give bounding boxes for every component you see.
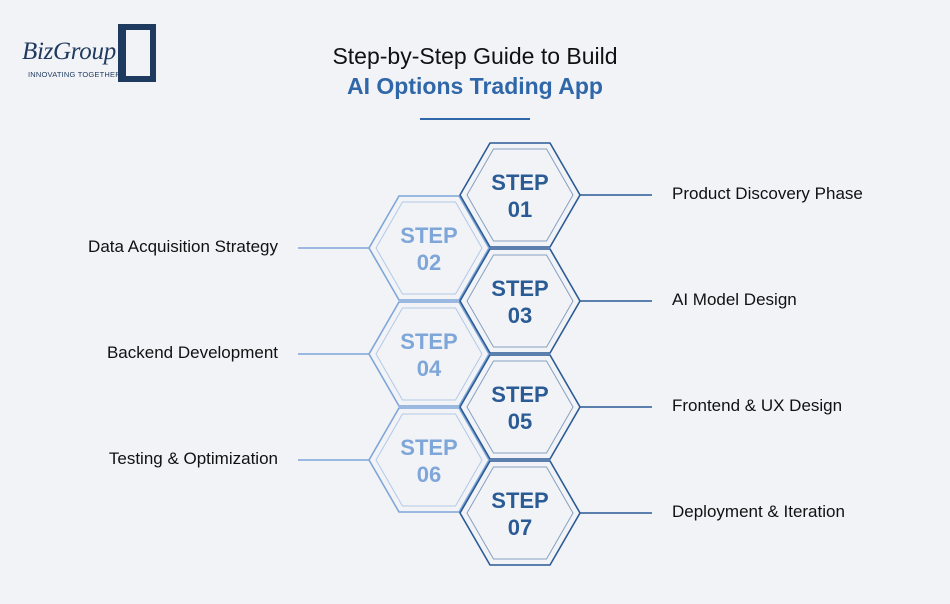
step-word: STEP <box>400 329 457 354</box>
hex-inner-outline <box>466 148 574 242</box>
step-number: 02 <box>417 250 441 275</box>
hex-inner-outline <box>375 307 483 401</box>
hex-outline <box>368 301 490 407</box>
hex-inner-outline <box>466 466 574 560</box>
title-underline <box>420 118 530 120</box>
step-label-07: Deployment & Iteration <box>672 502 845 521</box>
step-label-05: Frontend & UX Design <box>672 396 843 415</box>
hex-outline <box>459 460 581 566</box>
step-number: 01 <box>508 197 532 222</box>
hex-outline <box>459 248 581 354</box>
step-number: 06 <box>417 462 441 487</box>
page-title: Step-by-Step Guide to Build <box>332 43 618 69</box>
step-label-04: Backend Development <box>106 343 278 362</box>
step-number: 03 <box>508 303 532 328</box>
step-word: STEP <box>491 276 548 301</box>
logo-wordmark: BizGroup <box>22 38 116 65</box>
step-word: STEP <box>491 488 548 513</box>
step-label-02: Data Acquisition Strategy <box>88 237 278 256</box>
step-label-06: Testing & Optimization <box>108 449 278 468</box>
step-number: 05 <box>508 409 532 434</box>
step-number: 07 <box>508 515 532 540</box>
logo-tagline: INNOVATING TOGETHER <box>28 70 121 79</box>
connector-lines <box>298 194 652 514</box>
hex-outline <box>459 142 581 248</box>
step-label-03: AI Model Design <box>672 290 797 309</box>
step-word: STEP <box>491 170 548 195</box>
hex-inner-outline <box>466 360 574 454</box>
logo-square-inner <box>126 30 150 76</box>
hex-outline <box>368 195 490 301</box>
bizgroup-logo: BizGroup INNOVATING TOGETHER <box>22 24 156 84</box>
step-label-01: Product Discovery Phase <box>672 184 863 203</box>
hex-outline <box>368 407 490 513</box>
hex-inner-outline <box>375 413 483 507</box>
step-word: STEP <box>400 435 457 460</box>
hex-inner-outline <box>375 201 483 295</box>
hexagon-stack: STEP02STEP04STEP06STEP01STEP03STEP05STEP… <box>368 142 581 566</box>
step-number: 04 <box>417 356 442 381</box>
hex-inner-outline <box>466 254 574 348</box>
hex-outline <box>459 354 581 460</box>
step-word: STEP <box>400 223 457 248</box>
step-word: STEP <box>491 382 548 407</box>
page-subtitle: AI Options Trading App <box>347 73 603 99</box>
